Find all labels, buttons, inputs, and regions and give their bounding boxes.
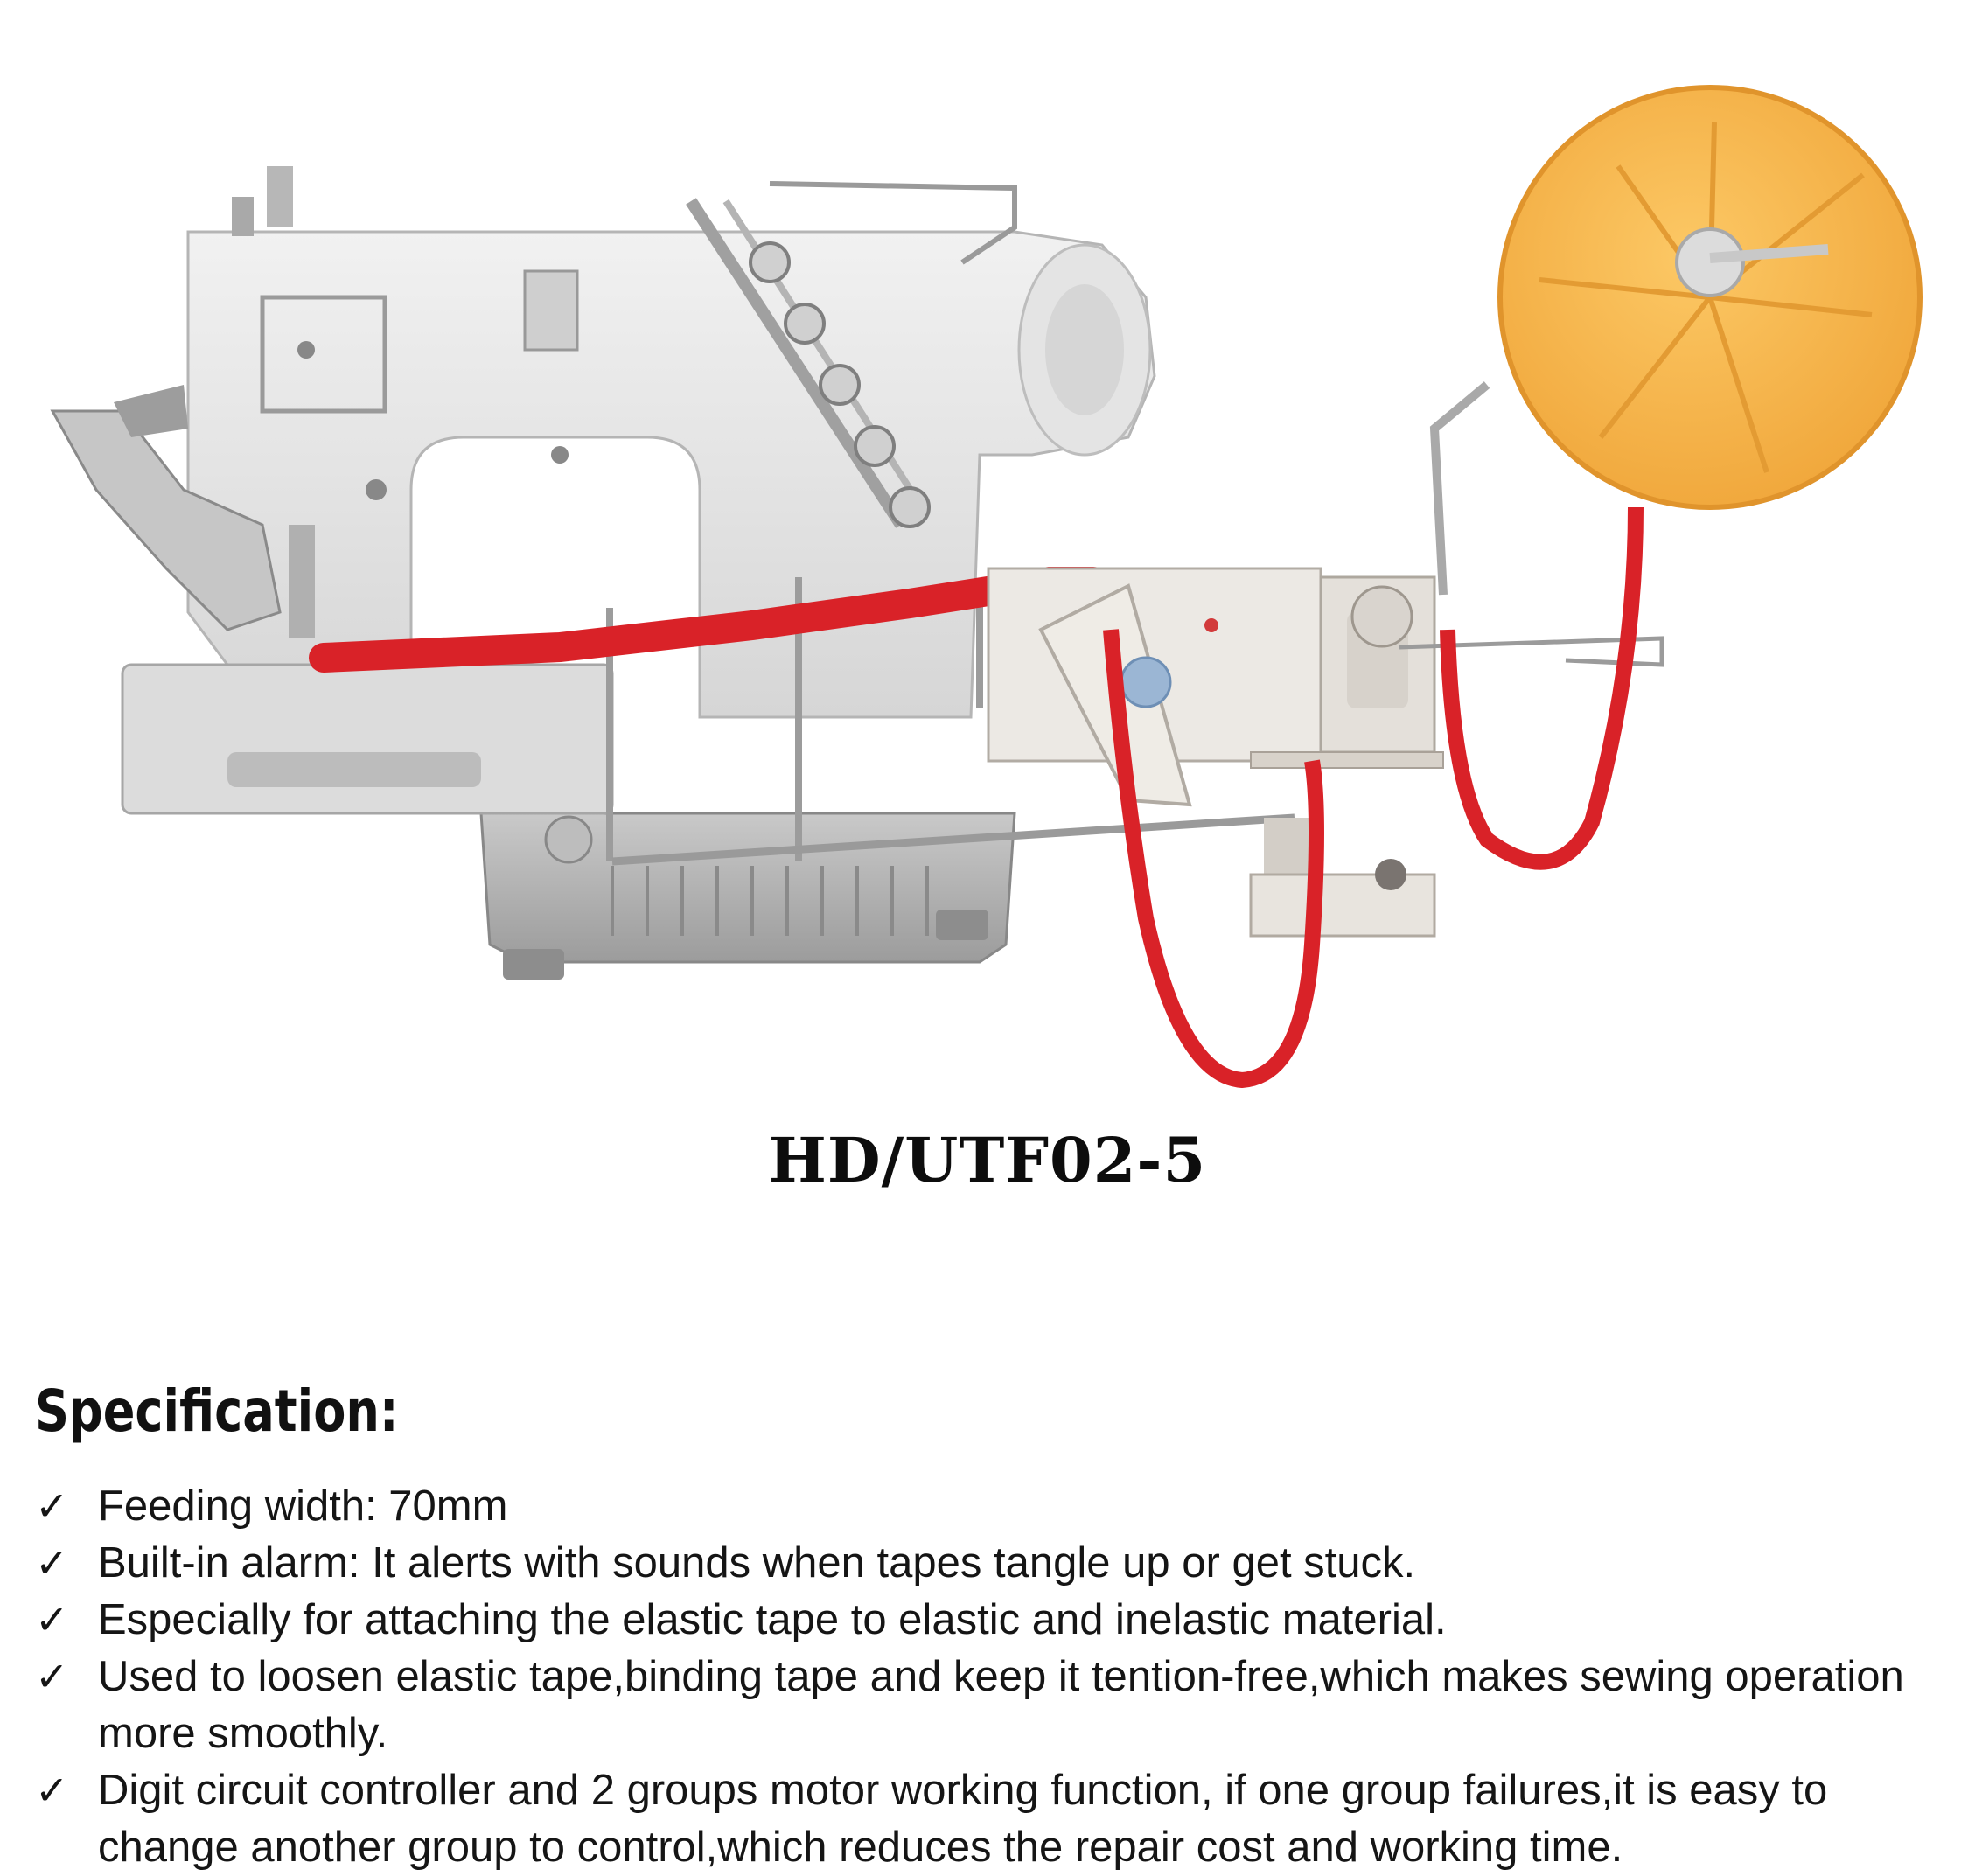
- spec-item-built-in-alarm: ✓ Built-in alarm: It alerts with sounds …: [35, 1535, 1959, 1592]
- product-image: [50, 85, 1923, 1089]
- machine-base: [479, 812, 1016, 980]
- check-icon: ✓: [35, 1653, 69, 1700]
- wire-guide: [1399, 636, 1664, 667]
- tape-feeder-unit: [987, 567, 1444, 938]
- spec-text: Digit circuit controller and 2 groups mo…: [98, 1767, 1828, 1871]
- spec-item-elastic-tape: ✓ Especially for attaching the elastic t…: [35, 1592, 1959, 1649]
- check-icon: ✓: [35, 1767, 69, 1814]
- spec-text: Used to loosen elastic tape,binding tape…: [98, 1653, 1904, 1757]
- model-title: HD/UTF02-5: [768, 1124, 1207, 1196]
- check-icon: ✓: [35, 1539, 69, 1587]
- spec-text: Especially for attaching the elastic tap…: [98, 1596, 1447, 1643]
- thread-tension-assembly: [232, 166, 1017, 528]
- spec-text: Feeding width: 70mm: [98, 1482, 508, 1530]
- tape-reel: [1497, 85, 1923, 510]
- spec-item-feeding-width: ✓ Feeding width: 70mm: [35, 1478, 1959, 1535]
- spec-text: Built-in alarm: It alerts with sounds wh…: [98, 1539, 1416, 1587]
- check-icon: ✓: [35, 1482, 69, 1530]
- red-tape-loop-right: [1440, 506, 1644, 870]
- check-icon: ✓: [35, 1596, 69, 1643]
- reel-arm: [1429, 381, 1490, 596]
- horizontal-rod: [611, 813, 1295, 866]
- red-tape-loop-left: [1103, 629, 1324, 1089]
- presser-foot-mechanism: [50, 385, 315, 638]
- cylinder-bed: [121, 663, 614, 864]
- specification-list: ✓ Feeding width: 70mm ✓ Built-in alarm: …: [35, 1478, 1959, 1876]
- specification-heading: Specification:: [35, 1377, 399, 1445]
- sewing-machine-illustration: [50, 85, 1923, 1089]
- spec-item-digit-controller: ✓ Digit circuit controller and 2 groups …: [35, 1762, 1959, 1876]
- spec-item-loosen-tape: ✓ Used to loosen elastic tape,binding ta…: [35, 1649, 1959, 1762]
